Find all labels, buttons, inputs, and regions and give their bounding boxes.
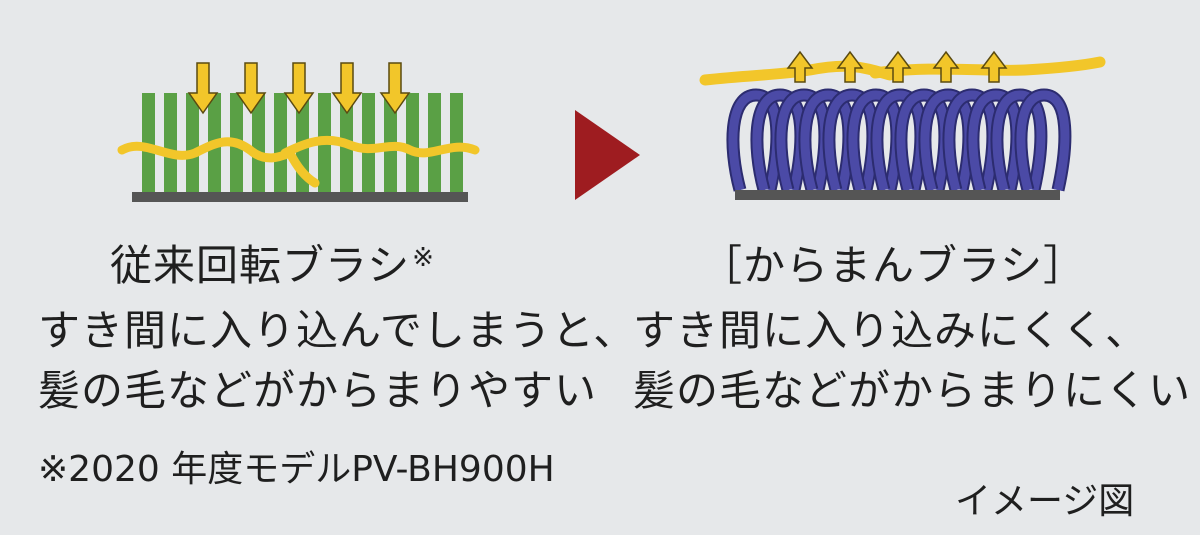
bristle — [252, 93, 265, 193]
up-arrows-group — [786, 50, 1008, 83]
brush-base — [735, 190, 1060, 200]
up-arrow-icon — [884, 50, 912, 83]
bristle — [274, 93, 287, 193]
down-arrow-icon — [283, 62, 315, 115]
brush-loop — [1016, 90, 1070, 192]
image-caption: イメージ図 — [955, 481, 1135, 522]
bristle — [362, 93, 375, 193]
down-arrow-icon — [187, 62, 219, 115]
down-arrow-icon — [379, 62, 411, 115]
hair-strand — [699, 56, 1106, 86]
brush-loop — [992, 90, 1046, 192]
up-arrow-icon — [932, 50, 960, 83]
conventional-brush-desc-1: すき間に入り込んでしまうと、 — [38, 306, 637, 355]
karaman-brush-desc-1: すき間に入り込みにくく、 — [633, 306, 1149, 355]
bristle — [142, 93, 155, 193]
footnote-mark: ※ — [412, 243, 435, 273]
brush-loops — [726, 88, 1072, 192]
hair-strand — [117, 135, 480, 188]
bristle — [186, 93, 199, 193]
karaman-brush-illustration — [699, 50, 1106, 200]
model-footnote: ※2020 年度モデルPV-BH900H — [38, 449, 555, 490]
up-arrow-icon — [786, 50, 814, 83]
down-arrow-icon — [331, 62, 363, 115]
karaman-brush-title: ［からまんブラシ］ — [700, 241, 1087, 290]
down-arrow-icon — [235, 62, 267, 115]
up-arrow-icon — [980, 50, 1008, 83]
up-arrow-icon — [836, 50, 864, 83]
bristle — [406, 93, 419, 193]
right-triangle-arrow-icon — [575, 110, 640, 200]
bristle — [428, 93, 441, 193]
conventional-brush-desc-2: 髪の毛などがからまりやすい — [38, 366, 598, 415]
karaman-brush-desc-2: 髪の毛などがからまりにくい — [633, 366, 1192, 415]
bristle — [164, 93, 177, 193]
brush-base — [132, 192, 468, 202]
title-text: 従来回転ブラシ — [110, 241, 411, 290]
conventional-brush-title: 従来回転ブラシ※ — [110, 232, 435, 293]
conventional-brush-illustration — [117, 62, 480, 202]
down-arrows-group — [187, 62, 411, 115]
